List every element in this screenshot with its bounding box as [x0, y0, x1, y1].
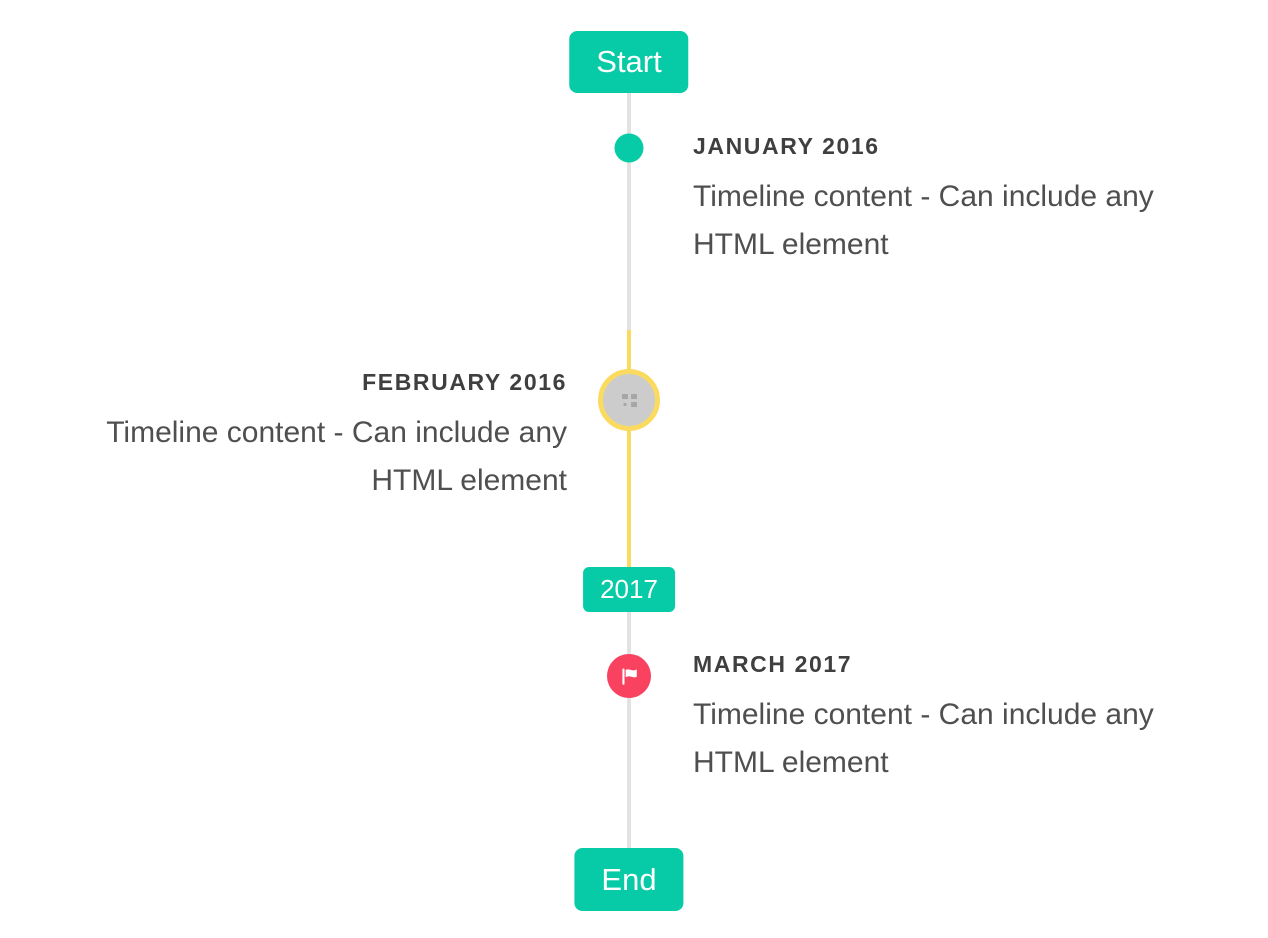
item-content-march: Timeline content - Can include any HTML … — [693, 698, 1154, 779]
year-badge-2017[interactable]: 2017 — [583, 567, 675, 612]
timeline-item-february: FEBRUARY 2016 Timeline content - Can inc… — [35, 368, 567, 505]
timeline-item-march: MARCH 2017 Timeline content - Can includ… — [693, 650, 1225, 787]
broken-image-icon — [621, 393, 638, 408]
flag-icon — [618, 665, 641, 688]
marker-image-february[interactable] — [598, 369, 660, 431]
start-badge[interactable]: Start — [569, 31, 689, 93]
timeline-item-january: JANUARY 2016 Timeline content - Can incl… — [693, 132, 1225, 269]
item-title-february: FEBRUARY 2016 — [362, 369, 567, 395]
item-title-january: JANUARY 2016 — [693, 133, 880, 159]
marker-flag-march[interactable] — [607, 654, 651, 698]
marker-dot-january[interactable] — [614, 133, 644, 163]
item-content-february: Timeline content - Can include any HTML … — [106, 416, 567, 497]
item-title-march: MARCH 2017 — [693, 651, 853, 677]
timeline-line-highlight — [627, 330, 631, 567]
end-badge[interactable]: End — [574, 848, 684, 911]
item-content-january: Timeline content - Can include any HTML … — [693, 180, 1154, 261]
